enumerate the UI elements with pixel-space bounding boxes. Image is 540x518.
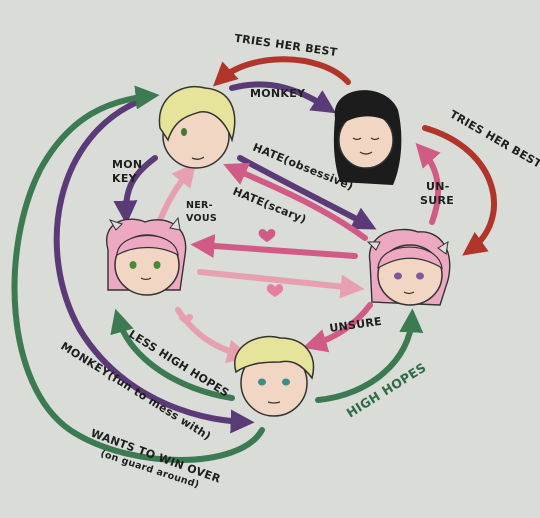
label-key: KEY [112, 172, 138, 185]
arrow-hate-scary [223, 162, 368, 241]
arrow-pink-right [197, 269, 365, 299]
label-un: UN- [426, 180, 450, 193]
arrow-high-hopes [315, 308, 424, 403]
character-black-hair-girl [333, 90, 402, 185]
arrow-hate-obsessive [237, 155, 377, 230]
character-blonde-boy-bottom [234, 335, 315, 417]
label-sure: SURE [420, 194, 454, 207]
label-monkey-top: MONKEY [250, 87, 306, 100]
label-ner: NER- [186, 200, 213, 211]
arrow-mon-key [113, 155, 158, 225]
arrow-less-high-hopes [110, 308, 235, 401]
arrow-unsure-lower [302, 302, 373, 353]
arrow-unsure-upper [415, 142, 441, 225]
arrow-monkey-fun [53, 97, 255, 434]
heart-icon [266, 284, 284, 297]
heart-icon [178, 313, 194, 324]
label-mon: MON [112, 158, 142, 171]
arrow-tries-her-best-top [212, 56, 351, 87]
heart-icon [258, 229, 276, 242]
arrow-wants-to-win-over [11, 85, 265, 463]
character-pink-girl-left [105, 216, 187, 296]
label-vous: VOUS [186, 213, 217, 224]
heart-icons [178, 229, 284, 324]
arrow-nervous [155, 162, 196, 228]
arrow-tries-her-best-right [422, 125, 497, 256]
arrow-monkey-top [229, 81, 337, 114]
character-pink-girl-right [366, 228, 451, 306]
arrow-pink-left [190, 234, 358, 259]
character-blonde-boy-top [158, 85, 236, 169]
